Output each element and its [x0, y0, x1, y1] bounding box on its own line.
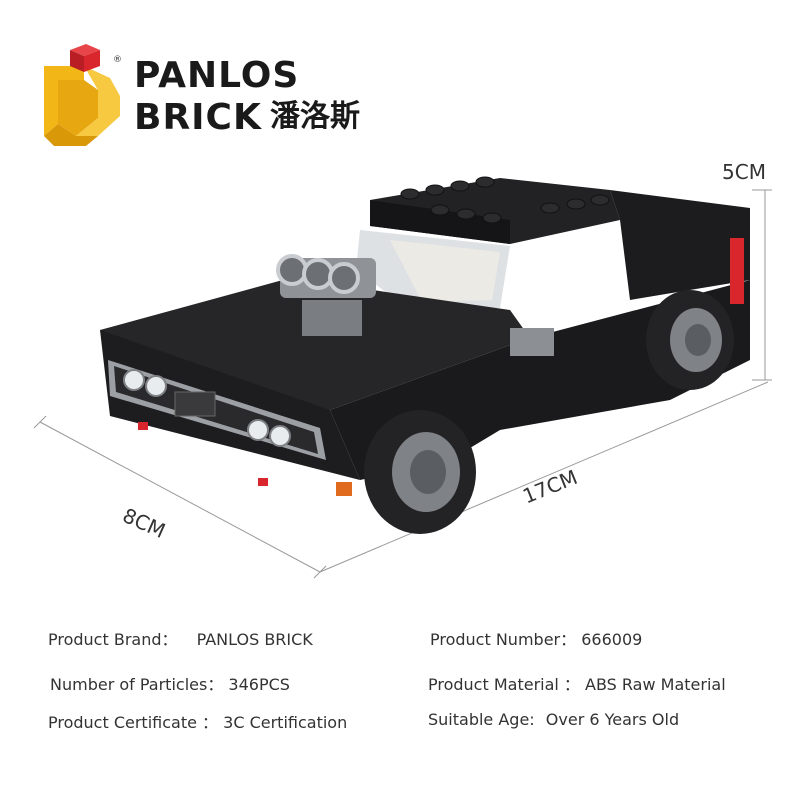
rear-wheel	[646, 290, 734, 390]
brand-name-line1: PANLOS	[134, 55, 300, 96]
engine-blower	[276, 254, 376, 336]
spec-product-brand: Product Brand： PANLOS BRICK	[48, 632, 313, 648]
spec-number-of-particles: Number of Particles： 346PCS	[50, 677, 290, 693]
spec-label: Product Material ：	[428, 675, 580, 694]
spec-suitable-age: Suitable Age: Over 6 Years Old	[428, 712, 679, 728]
dimension-lines	[33, 189, 772, 579]
brand-name-line2: BRICK	[134, 97, 262, 138]
spec-value: PANLOS BRICK	[196, 630, 313, 649]
product-car-image	[33, 176, 772, 579]
spec-value: 3C Certification	[223, 713, 348, 732]
spec-label: Product Brand：	[48, 630, 178, 649]
spec-product-material: Product Material ： ABS Raw Material	[428, 677, 726, 693]
spec-value: 666009	[581, 630, 643, 649]
spec-product-number: Product Number： 666009	[430, 632, 642, 648]
panlos-logo-icon	[44, 44, 120, 146]
spec-product-certificate: Product Certificate ： 3C Certification	[48, 715, 347, 731]
registered-mark: ®	[113, 55, 122, 65]
brand-name-chinese: 潘洛斯	[270, 99, 360, 134]
roof-studs	[400, 176, 610, 224]
spec-label: Product Number：	[430, 630, 577, 649]
spec-value: Over 6 Years Old	[545, 710, 680, 729]
spec-label: Suitable Age:	[428, 710, 535, 729]
spec-label: Number of Particles：	[50, 675, 224, 694]
front-wheel	[364, 410, 476, 534]
spec-value: ABS Raw Material	[585, 675, 726, 694]
dimension-height-label: 5CM	[722, 160, 766, 184]
spec-value: 346PCS	[228, 675, 290, 694]
spec-label: Product Certificate ：	[48, 713, 219, 732]
